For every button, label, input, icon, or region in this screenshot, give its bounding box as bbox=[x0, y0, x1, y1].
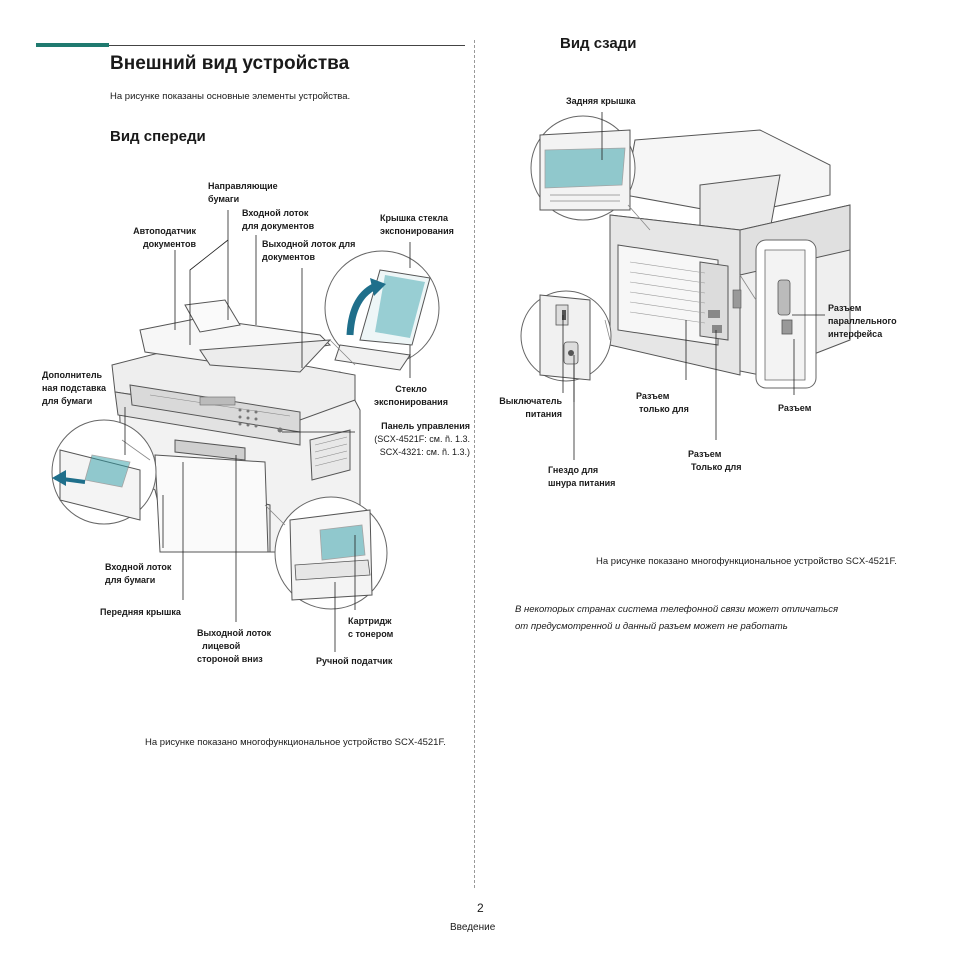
label-line: Картридж bbox=[348, 616, 392, 626]
rear-caption: На рисунке показано многофункциональное … bbox=[596, 556, 897, 567]
label-line: Направляющие bbox=[208, 181, 278, 191]
label-line: лицевой bbox=[202, 641, 241, 651]
label-rear-cover: Задняя крышка bbox=[566, 96, 636, 106]
label-paper-guides: Направляющие бумаги bbox=[208, 180, 278, 206]
label-line: Входной лоток bbox=[105, 562, 172, 572]
label-control-panel: Панель управления (SCX-4521F: см. ñ. 1.3… bbox=[340, 420, 470, 459]
label-line: питания bbox=[525, 409, 562, 419]
header-accent-bar bbox=[36, 43, 109, 47]
label-line: Разъем bbox=[636, 391, 670, 401]
note-line: В некоторых странах система телефонной с… bbox=[515, 604, 839, 615]
label-line: (SCX-4521F: см. ñ. 1.3. bbox=[374, 434, 470, 444]
label-doc-input-tray: Входной лоток для документов bbox=[242, 207, 314, 233]
label-toner: Картридж с тонером bbox=[348, 615, 393, 641]
label-line: для бумаги bbox=[105, 575, 156, 585]
label-line: интерфейса bbox=[828, 329, 883, 339]
label-line: Гнездо для bbox=[548, 465, 599, 475]
label-scanner-lid: Крышка стекла экспонирования bbox=[380, 212, 454, 238]
label-paper-support: Дополнитель ная подставка для бумаги bbox=[42, 369, 106, 408]
page-number: 2 bbox=[477, 901, 484, 915]
label-line: стороной вниз bbox=[197, 654, 263, 664]
label-line: Разъем bbox=[828, 303, 862, 313]
label-line: Панель управления bbox=[381, 421, 470, 431]
label-line: документов bbox=[142, 239, 196, 249]
rear-note: В некоторых странах система телефонной с… bbox=[515, 601, 838, 635]
label-line: SCX-4321: см. ñ. 1.3.) bbox=[379, 447, 470, 457]
label-power-switch: Выключатель питания bbox=[478, 395, 562, 421]
label-paper-input-tray: Входной лоток для бумаги bbox=[105, 561, 171, 587]
column-divider bbox=[474, 40, 475, 888]
label-line: Выходной лоток для bbox=[262, 239, 356, 249]
label-line: с тонером bbox=[348, 629, 394, 639]
note-line: от предусмотренной и данный разъем может… bbox=[515, 621, 788, 632]
label-connector-right: Разъем bbox=[778, 403, 812, 413]
label-line: Входной лоток bbox=[242, 208, 309, 218]
intro-text: На рисунке показаны основные элементы ус… bbox=[110, 91, 351, 102]
label-line: шнура питания bbox=[548, 478, 616, 488]
header-rule bbox=[109, 45, 465, 46]
label-power-jack: Гнездо для шнура питания bbox=[548, 464, 615, 490]
label-line: экспонирования bbox=[380, 226, 454, 236]
label-connector-only-2: Разъем Только для bbox=[688, 448, 742, 474]
label-line: для документов bbox=[242, 221, 315, 231]
label-doc-output-tray: Выходной лоток для документов bbox=[262, 238, 355, 264]
label-line: Только для bbox=[691, 462, 742, 472]
label-line: для бумаги bbox=[42, 396, 93, 406]
label-line: Разъем bbox=[688, 449, 722, 459]
label-line: Дополнитель bbox=[42, 370, 103, 380]
label-line: только для bbox=[639, 404, 689, 414]
front-caption: На рисунке показано многофункциональное … bbox=[145, 737, 446, 748]
label-line: Автоподатчик bbox=[133, 226, 196, 236]
label-line: параллельного bbox=[828, 316, 897, 326]
label-line: экспонирования bbox=[374, 397, 448, 407]
label-front-cover: Передняя крышка bbox=[100, 607, 181, 617]
label-line: Выключатель bbox=[499, 396, 562, 406]
label-line: ная подставка bbox=[42, 383, 107, 393]
label-parallel-port: Разъем параллельного интерфейса bbox=[828, 302, 897, 341]
front-view-heading: Вид спереди bbox=[110, 128, 206, 145]
label-scanner-glass: Стекло экспонирования bbox=[366, 383, 456, 409]
label-line: Крышка стекла bbox=[380, 213, 448, 223]
label-face-down-tray: Выходной лоток лицевой стороной вниз bbox=[197, 627, 271, 666]
label-manual-feeder: Ручной податчик bbox=[316, 656, 393, 666]
page-title: Внешний вид устройства bbox=[110, 53, 350, 74]
label-line: Стекло bbox=[395, 384, 427, 394]
label-line: Выходной лоток bbox=[197, 628, 272, 638]
label-connector-only-1: Разъем только для bbox=[636, 390, 689, 416]
label-adf: Автоподатчик документов bbox=[110, 225, 196, 251]
rear-view-heading: Вид сзади bbox=[560, 35, 637, 52]
label-line: бумаги bbox=[208, 194, 240, 204]
label-line: документов bbox=[262, 252, 316, 262]
footer-section: Введение bbox=[450, 922, 496, 933]
